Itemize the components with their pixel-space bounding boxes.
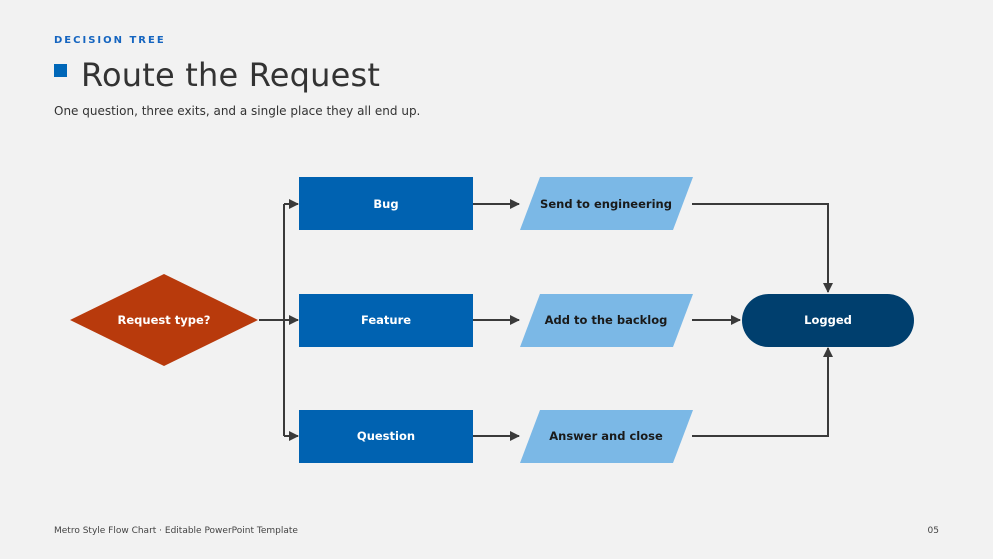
branch-node-feature: Feature	[299, 294, 473, 347]
page-number: 05	[927, 526, 939, 536]
page-subtitle: One question, three exits, and a single …	[54, 104, 421, 118]
branch-label: Feature	[361, 313, 411, 327]
terminal-pill	[742, 294, 914, 347]
action-node-backlog: Add to the backlog	[520, 294, 693, 347]
branch-node-bug: Bug	[299, 177, 473, 230]
action-node-engineering: Send to engineering	[520, 177, 693, 230]
branch-box	[299, 294, 473, 347]
page-title: Route the Request	[81, 56, 381, 94]
connector-close-logged	[692, 347, 833, 437]
branch-box	[299, 410, 473, 463]
action-parallelogram	[520, 410, 693, 463]
title-square-icon	[54, 63, 67, 77]
decision-label: Request type?	[118, 313, 211, 327]
branch-label: Question	[357, 429, 415, 443]
action-label: Answer and close	[549, 429, 663, 443]
eyebrow-label: DECISION TREE	[54, 35, 166, 46]
connectors	[259, 199, 833, 441]
action-parallelogram	[520, 177, 693, 230]
terminal-label: Logged	[804, 313, 852, 327]
branch-node-question: Question	[299, 410, 473, 463]
footer-template-label: Metro Style Flow Chart · Editable PowerP…	[54, 526, 298, 536]
action-label: Add to the backlog	[545, 313, 668, 327]
branch-label: Bug	[373, 197, 398, 211]
action-label: Send to engineering	[540, 197, 672, 211]
decision-node: Request type?	[70, 274, 258, 366]
connector-engineering-logged	[692, 203, 833, 293]
title-group: Route the Request	[54, 56, 380, 94]
branch-box	[299, 177, 473, 230]
terminal-node: Logged	[742, 294, 914, 347]
action-node-close: Answer and close	[520, 410, 693, 463]
decision-diamond	[70, 274, 258, 366]
action-parallelogram	[520, 294, 693, 347]
